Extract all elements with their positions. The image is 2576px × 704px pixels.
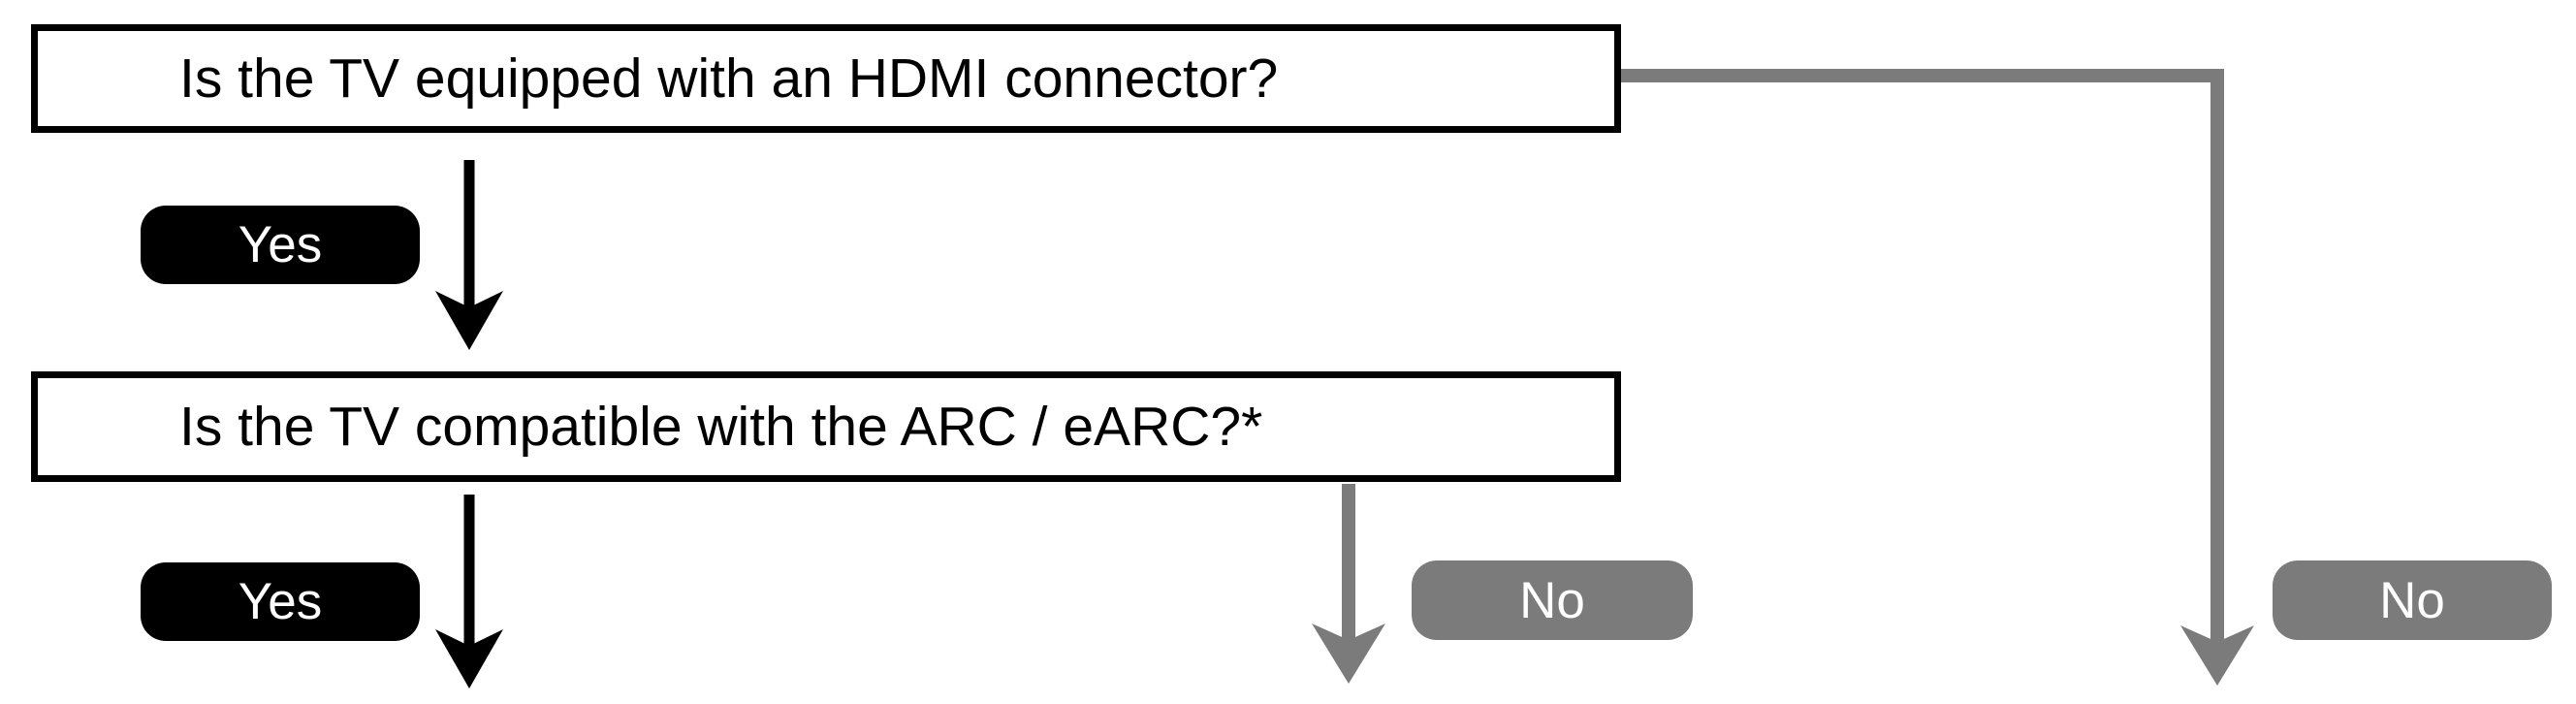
- q1-no-elbow-arrow: [1621, 69, 2254, 686]
- question-text-arc: Is the TV compatible with the ARC / eARC…: [179, 396, 1263, 458]
- question-box-arc: Is the TV compatible with the ARC / eARC…: [31, 371, 1621, 482]
- question-box-hdmi: Is the TV equipped with an HDMI connecto…: [31, 24, 1621, 133]
- q1-no-pill-label: No: [2379, 571, 2445, 629]
- q1-no-elbow-line: [1621, 69, 2224, 643]
- q1-no-pill: No: [2273, 560, 2552, 640]
- q2-yes-arrow: [435, 495, 503, 688]
- question-text-hdmi: Is the TV equipped with an HDMI connecto…: [179, 48, 1279, 110]
- q1-yes-pill-label: Yes: [238, 216, 323, 273]
- q1-yes-pill: Yes: [141, 206, 420, 284]
- q2-yes-pill: Yes: [141, 562, 420, 641]
- q2-no-pill: No: [1412, 560, 1693, 640]
- q2-yes-arrowhead-icon: [435, 629, 503, 688]
- q2-no-arrowhead-icon: [1312, 624, 1385, 684]
- q1-no-arrowhead-icon: [2180, 625, 2254, 686]
- q1-yes-arrowhead-icon: [435, 291, 503, 350]
- q2-yes-pill-label: Yes: [238, 573, 323, 630]
- q2-no-arrow: [1312, 484, 1385, 684]
- q1-yes-arrow: [435, 160, 503, 350]
- q2-no-pill-label: No: [1519, 571, 1585, 629]
